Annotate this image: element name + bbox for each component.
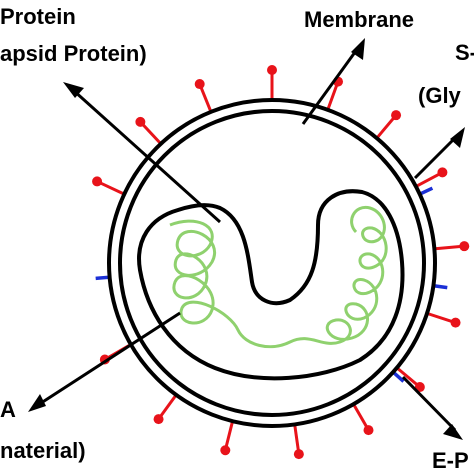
spike-protein-stem bbox=[325, 81, 340, 113]
spike-protein-head bbox=[450, 317, 461, 328]
spike-protein-head bbox=[437, 167, 448, 178]
spike-protein-stem bbox=[223, 418, 235, 451]
membrane-arrowhead bbox=[351, 38, 365, 60]
genetic-material-coil bbox=[169, 205, 388, 349]
membrane-arrow-line bbox=[301, 47, 360, 125]
outer-membrane-ring bbox=[107, 98, 437, 428]
spike-protein-head bbox=[135, 116, 146, 127]
capsid-outline bbox=[137, 189, 405, 381]
membrane-label: Membrane bbox=[304, 7, 414, 32]
rna-arrowhead bbox=[28, 394, 46, 412]
spike-protein-head bbox=[220, 445, 231, 456]
s-protein-arrow-line bbox=[413, 134, 459, 180]
spike-protein-head bbox=[92, 176, 103, 187]
spike-protein-head bbox=[391, 110, 402, 121]
spike-protein-head bbox=[363, 425, 374, 436]
s-protein-label-line2: (Gly bbox=[418, 83, 462, 108]
spike-protein-stem bbox=[413, 171, 444, 189]
e-protein-arrow-line bbox=[401, 375, 457, 432]
spike-protein-head bbox=[459, 241, 470, 252]
rna-arrow-line bbox=[37, 311, 181, 407]
spike-protein-stem bbox=[139, 120, 164, 147]
n-protein-arrowhead bbox=[63, 82, 84, 98]
pointer-arrows bbox=[28, 38, 465, 440]
inner-membrane-ring bbox=[118, 109, 426, 417]
n-protein-label-line2: apsid Protein) bbox=[0, 41, 147, 66]
spike-protein-stem bbox=[394, 365, 421, 389]
n-protein-label-line1: Protein bbox=[0, 4, 76, 29]
s-protein-label-line1: S- bbox=[455, 40, 474, 65]
spike-protein-head bbox=[267, 65, 277, 75]
rna-label-line1: A bbox=[0, 397, 16, 422]
spike-protein-stem bbox=[157, 392, 179, 421]
spike-protein-stem bbox=[292, 422, 301, 455]
e-protein-label: E-P bbox=[432, 448, 469, 473]
n-protein-arrow-line bbox=[71, 88, 222, 224]
s-protein-arrowhead bbox=[450, 127, 465, 148]
spike-protein-stem bbox=[96, 180, 127, 197]
spike-protein-head bbox=[194, 79, 205, 90]
e-protein-arrowhead bbox=[443, 424, 463, 440]
spike-protein-stem bbox=[424, 311, 457, 325]
spike-protein-stem bbox=[198, 83, 214, 115]
spike-protein-head bbox=[293, 449, 304, 460]
spike-protein-stem bbox=[374, 114, 398, 141]
spike-protein-stem bbox=[351, 401, 370, 431]
spike-protein-head bbox=[153, 414, 164, 425]
rna-label-line2: naterial) bbox=[0, 438, 86, 463]
spike-protein-stem bbox=[432, 244, 465, 251]
